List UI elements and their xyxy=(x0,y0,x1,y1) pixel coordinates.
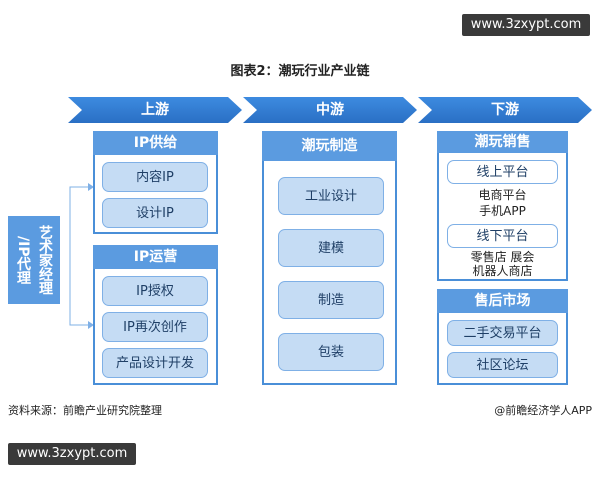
ip-licensing-node: IP授权 xyxy=(102,276,208,306)
connector-line xyxy=(69,186,88,262)
credit-note: @前瞻经济学人APP xyxy=(494,404,592,417)
stage-arrow-upstream xyxy=(68,97,242,123)
stage-downstream-label: 下游 xyxy=(491,102,519,118)
design-ip-node: 设计IP xyxy=(102,198,208,228)
stage-arrow-midstream xyxy=(243,97,417,123)
watermark-top: www.3zxypt.com xyxy=(462,14,590,36)
offline-platform-node: 线下平台 xyxy=(447,224,558,248)
aftermarket-title: 售后市场 xyxy=(437,289,568,313)
arrow-head-icon xyxy=(88,183,94,191)
source-note: 资料来源：前瞻产业研究院整理 xyxy=(8,404,162,417)
industrial-design-node: 工业设计 xyxy=(278,177,384,215)
second-hand-platform-node: 二手交易平台 xyxy=(447,320,558,346)
connector-line xyxy=(69,262,88,326)
sales-title: 潮玩销售 xyxy=(437,131,568,153)
community-forum-node: 社区论坛 xyxy=(447,352,558,378)
stage-midstream-label: 中游 xyxy=(316,102,344,118)
stage-upstream-label: 上游 xyxy=(141,102,169,118)
arrow-head-icon xyxy=(88,321,94,329)
online-platform-node: 线上平台 xyxy=(447,160,558,184)
product-design-node: 产品设计开发 xyxy=(102,348,208,378)
offline-desc-2: 机器人商店 xyxy=(472,264,533,278)
ip-supply-title: IP供给 xyxy=(93,131,218,155)
ip-recreation-node: IP再次创作 xyxy=(102,312,208,342)
content-ip-node: 内容IP xyxy=(102,162,208,192)
watermark-bottom: www.3zxypt.com xyxy=(8,443,136,465)
packaging-node: 包装 xyxy=(278,333,384,371)
ip-operation-title: IP运营 xyxy=(93,245,218,269)
diagram-title: 图表2：潮玩行业产业链 xyxy=(230,64,370,79)
side-label-line2: /IP代理 xyxy=(15,235,31,285)
modeling-node: 建模 xyxy=(278,229,384,267)
artist-manager-ip-agent-label: 艺术家经理 /IP代理 xyxy=(8,216,60,304)
manufacturing-node: 制造 xyxy=(278,281,384,319)
online-desc-1: 电商平台 xyxy=(478,188,527,202)
offline-desc-1: 零售店 展会 xyxy=(470,250,535,264)
side-label-line1: 艺术家经理 xyxy=(37,225,53,295)
stage-arrow-downstream xyxy=(418,97,592,123)
online-desc-2: 手机APP xyxy=(479,204,526,218)
manufacturing-title: 潮玩制造 xyxy=(262,131,397,161)
